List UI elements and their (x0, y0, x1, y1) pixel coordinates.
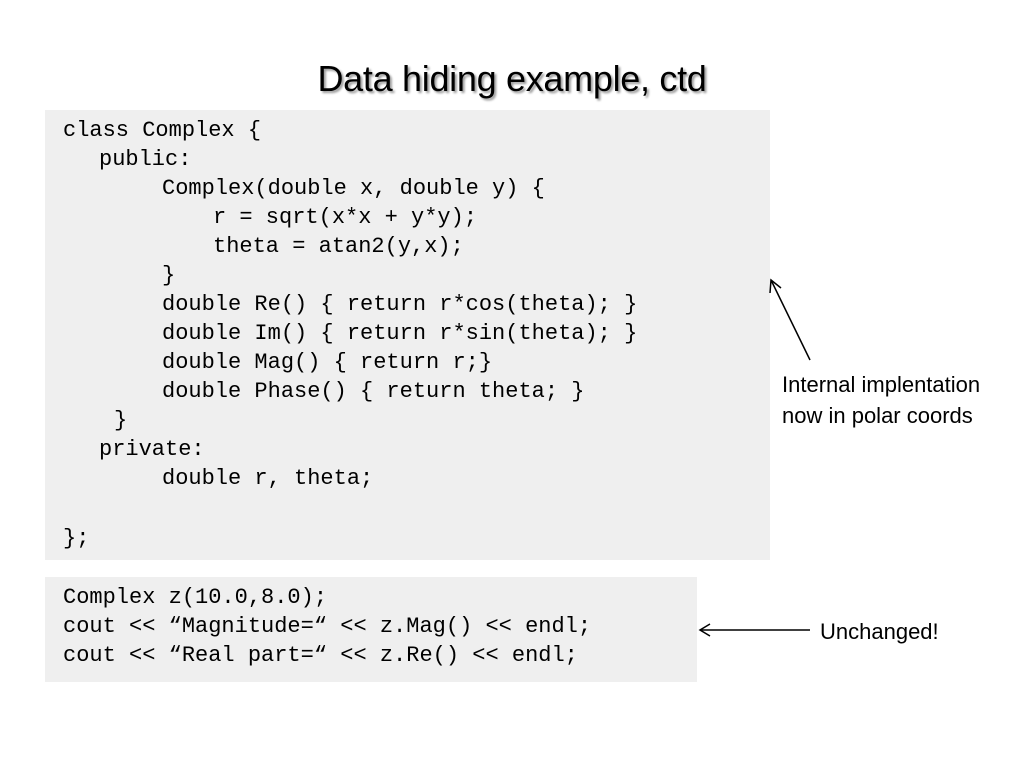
slide-title: Data hiding example, ctd (317, 58, 707, 99)
code-line-re-method: double Re() { return r*cos(theta); } (162, 292, 638, 317)
code-line-public: public: (99, 147, 192, 172)
usage-code-block: Complex z(10.0,8.0); cout << “Magnitude=… (45, 577, 697, 682)
code-line-private: private: (99, 437, 205, 462)
code-line-constructor: Complex(double x, double y) { (162, 176, 545, 201)
annotation-internal-line1: Internal implentation (782, 372, 981, 397)
code-line-r-assign: r = sqrt(x*x + y*y); (213, 205, 478, 230)
code-line-members: double r, theta; (162, 466, 374, 491)
arrow-to-class-block (769, 278, 811, 361)
code-line-im-method: double Im() { return r*sin(theta); } (162, 321, 638, 346)
arrow-to-usage-block (698, 623, 810, 637)
code-line-theta-assign: theta = atan2(y,x); (213, 234, 464, 259)
code-line-ctor-close: } (162, 263, 176, 288)
code-line-public-close: } (114, 408, 128, 433)
code-line-construct-z: Complex z(10.0,8.0); (63, 585, 328, 610)
annotation-internal-line2: now in polar coords (782, 403, 973, 428)
code-line-print-re: cout << “Real part=“ << z.Re() << endl; (63, 643, 578, 668)
annotation-unchanged: Unchanged! (820, 619, 939, 644)
code-line-class-decl: class Complex { (63, 118, 262, 143)
code-line-print-mag: cout << “Magnitude=“ << z.Mag() << endl; (63, 614, 592, 639)
code-line-class-close: }; (63, 526, 90, 551)
class-code-block: class Complex { public: Complex(double x… (45, 110, 770, 560)
code-line-phase-method: double Phase() { return theta; } (162, 379, 585, 404)
code-line-mag-method: double Mag() { return r;} (162, 350, 493, 375)
